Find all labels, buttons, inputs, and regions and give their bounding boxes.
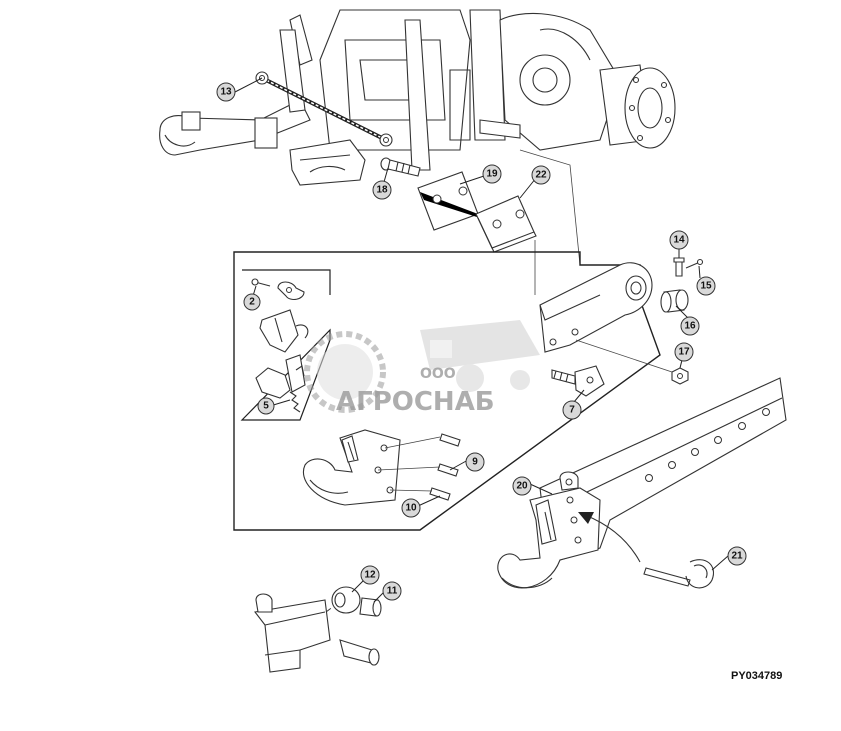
watermark-logo (304, 320, 540, 413)
hook-assembly-20 (497, 471, 601, 589)
latch-detail-frame (240, 269, 331, 421)
top-link-rod (255, 71, 393, 147)
callout-21: 21 (727, 546, 747, 566)
nut-17 (671, 367, 689, 385)
svg-text:16: 16 (684, 321, 696, 332)
tractor-rear-drawing (159, 9, 676, 186)
ball-12 (331, 586, 361, 614)
bracket-7 (551, 365, 605, 397)
callout-leaders (234, 77, 729, 603)
watermark-company-name: АГРОСНАБ (336, 387, 495, 417)
bushing-16 (660, 289, 689, 313)
svg-text:9: 9 (472, 457, 478, 468)
bolt-14 (673, 257, 685, 277)
callout-7: 7 (562, 400, 582, 420)
callout-19: 19 (482, 164, 502, 184)
linchpin-arrow (578, 512, 641, 563)
ball-guide-line (325, 605, 335, 613)
callout-12: 12 (360, 565, 380, 585)
svg-text:12: 12 (364, 570, 376, 581)
callout-17: 17 (674, 342, 694, 362)
svg-text:2: 2 (249, 297, 255, 308)
callout-9: 9 (465, 452, 485, 472)
guide-line-17 (575, 339, 673, 373)
assembly-leader-lines (519, 149, 581, 295)
callout-2: 2 (243, 293, 261, 311)
lower-link-arm-main (539, 377, 787, 561)
hook-pins (377, 433, 461, 501)
link-end-detail (254, 593, 380, 673)
svg-text:19: 19 (486, 169, 498, 180)
svg-text:18: 18 (376, 185, 388, 196)
callout-14: 14 (669, 230, 689, 250)
wear-plate-22 (475, 195, 537, 253)
callout-15: 15 (696, 276, 716, 296)
callout-10: 10 (401, 498, 421, 518)
bolt-15 (685, 258, 704, 269)
callout-11: 11 (382, 581, 402, 601)
callout-20: 20 (512, 476, 532, 496)
bushing-11 (359, 597, 382, 617)
svg-text:7: 7 (569, 405, 575, 416)
svg-text:13: 13 (220, 87, 232, 98)
svg-text:14: 14 (673, 235, 685, 246)
callout-16: 16 (680, 316, 700, 336)
svg-text:20: 20 (516, 481, 528, 492)
svg-text:17: 17 (678, 347, 690, 358)
bolt-18 (380, 157, 421, 177)
callout-18: 18 (372, 180, 392, 200)
svg-text:15: 15 (700, 281, 712, 292)
svg-text:5: 5 (263, 401, 269, 412)
watermark-company-prefix: ООО (420, 366, 456, 382)
hook-lower-left (302, 429, 401, 506)
callout-5: 5 (257, 397, 275, 415)
callout-13: 13 (216, 82, 236, 102)
svg-text:21: 21 (731, 551, 743, 562)
lower-link-arm-upper (539, 262, 653, 353)
wear-plate-19 (417, 171, 480, 231)
linchpin-21 (643, 559, 714, 589)
svg-text:11: 11 (387, 586, 398, 597)
callout-22: 22 (531, 165, 551, 185)
figure-code: PY034789 (731, 670, 783, 682)
svg-text:10: 10 (405, 503, 417, 514)
svg-text:22: 22 (535, 170, 547, 181)
